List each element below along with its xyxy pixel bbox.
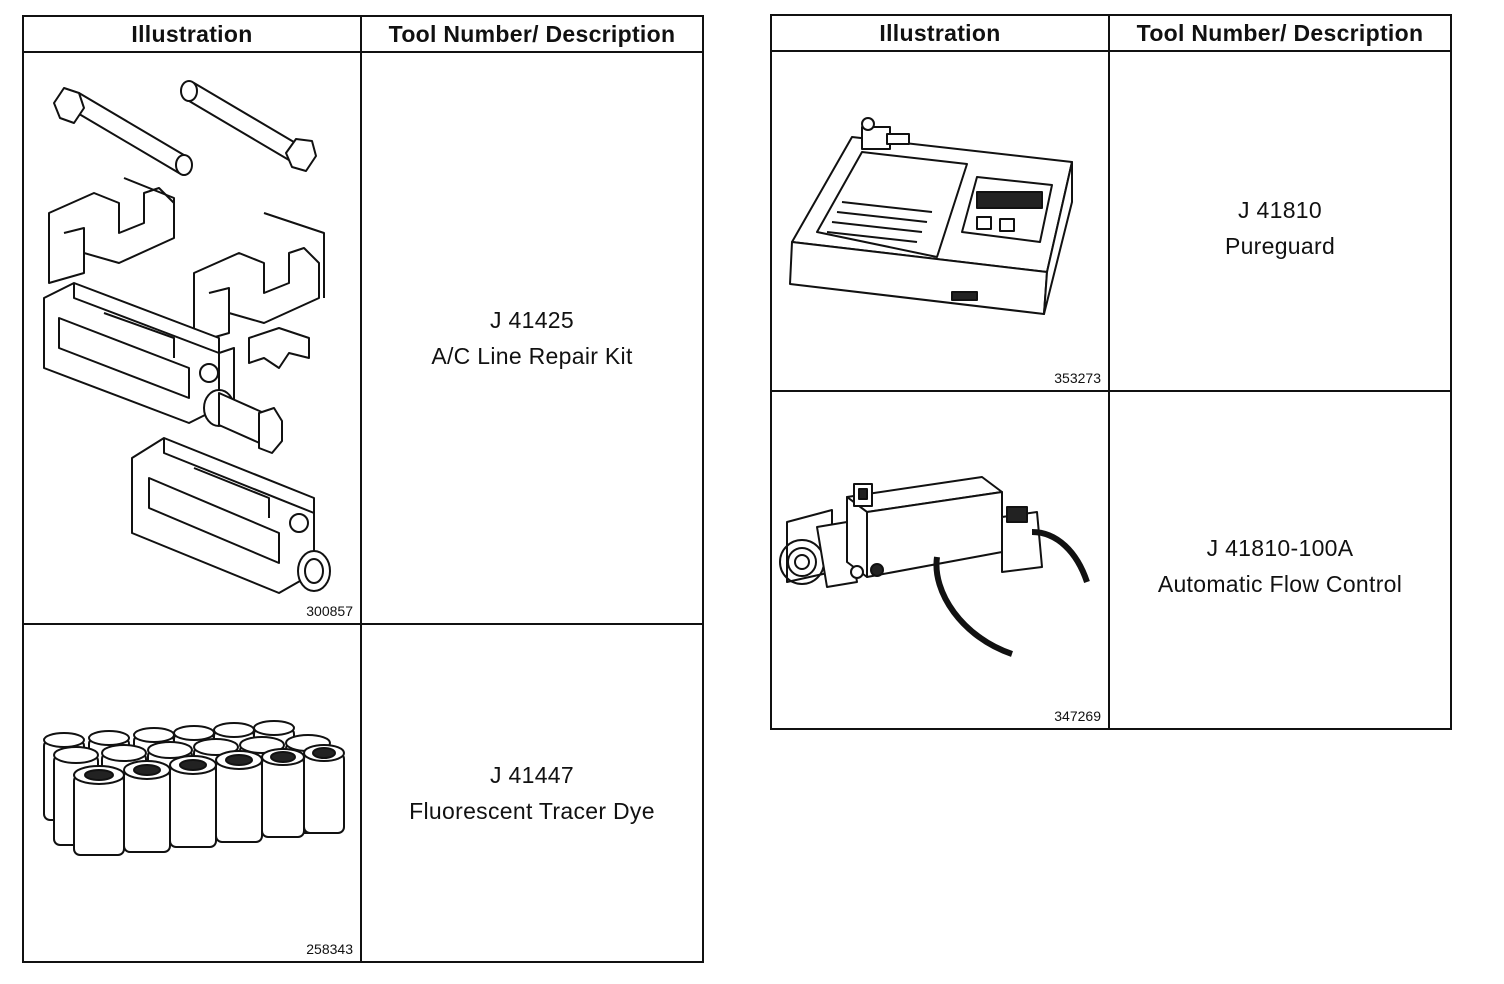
tool-description-cell: J 41810-100A Automatic Flow Control [1107,390,1453,730]
table-row: 300857 J 41425 A/C Line Repair Kit [22,51,705,625]
figure-number: 347269 [1054,708,1101,724]
illustration-cell: 300857 [22,51,362,625]
tool-number: J 41810 [1238,197,1322,223]
illustration-cell: 353273 [770,50,1110,392]
tool-description: Pureguard [1224,233,1336,259]
tool-description: Automatic Flow Control [1157,571,1403,597]
illustration-cell: 347269 [770,390,1110,730]
tool-table-left: Illustration Tool Number/ Description [22,15,705,963]
illustration-cell: 258343 [22,623,362,963]
figure-number: 300857 [306,603,353,619]
tool-number: J 41425 [490,307,574,333]
tool-column-header: Tool Number/ Description [359,15,705,53]
tool-description: Fluorescent Tracer Dye [409,798,655,824]
tool-description-cell: J 41810 Pureguard [1107,50,1453,392]
dye-bottles-illustration [43,720,345,856]
figure-number: 353273 [1054,370,1101,386]
tool-number: J 41810-100A [1206,535,1354,561]
ac-line-repair-kit-illustration [43,80,331,594]
table-header-row: Illustration Tool Number/ Description [770,14,1453,52]
table-row: 347269 J 41810-100A Automatic Flow Contr… [770,390,1453,730]
flow-control-unit-illustration [779,476,1090,657]
table-row: 258343 J 41447 Fluorescent Tracer Dye [22,623,705,963]
tool-number: J 41447 [490,762,574,788]
pureguard-unit-illustration [789,117,1073,315]
tool-column-header: Tool Number/ Description [1107,14,1453,52]
tool-description: A/C Line Repair Kit [431,343,633,369]
tool-table-right: Illustration Tool Number/ Description [770,14,1453,730]
illustration-column-header: Illustration [22,15,362,53]
tool-description-cell: J 41425 A/C Line Repair Kit [359,51,705,625]
table-row: 353273 J 41810 Pureguard [770,50,1453,392]
illustration-column-header: Illustration [770,14,1110,52]
tool-description-cell: J 41447 Fluorescent Tracer Dye [359,623,705,963]
figure-number: 258343 [306,941,353,957]
table-header-row: Illustration Tool Number/ Description [22,15,705,53]
